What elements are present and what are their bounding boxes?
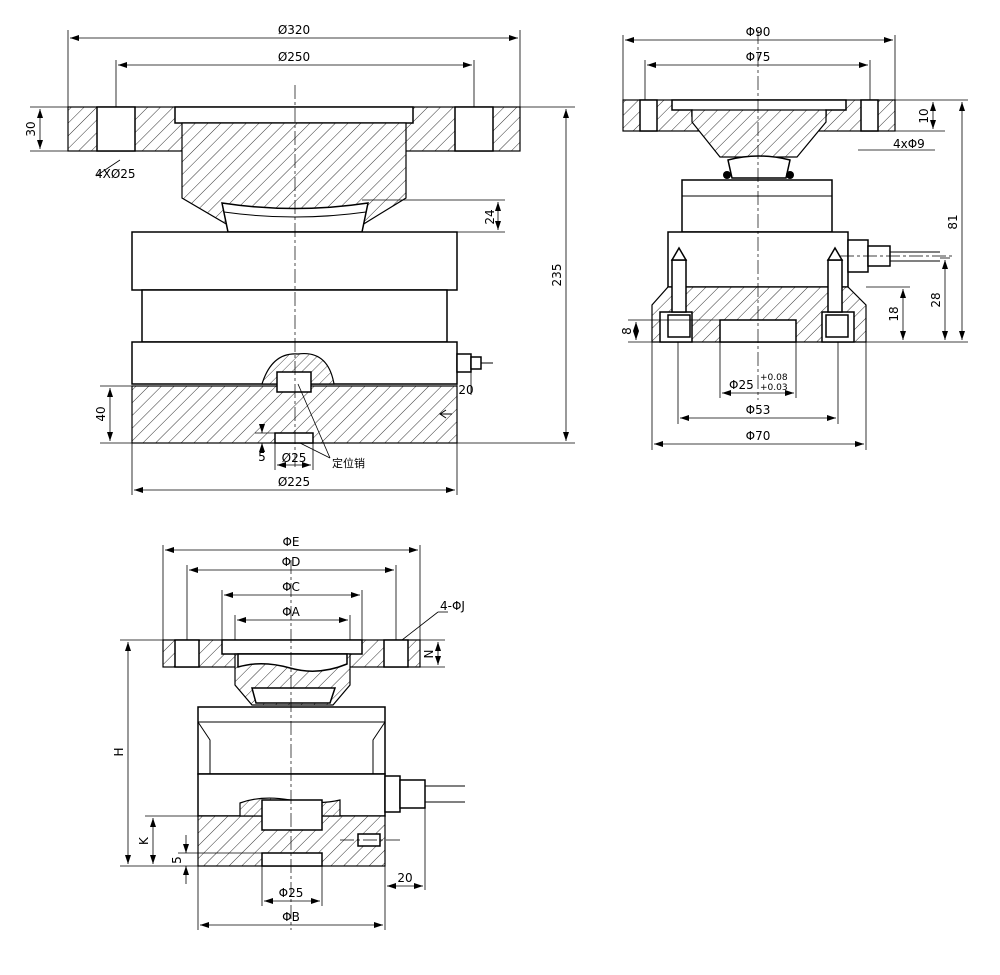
dim-20: 20 (397, 871, 412, 885)
dim-base-height: 40 (94, 406, 108, 421)
load-cell-top (197, 706, 386, 775)
load-cell-top (681, 179, 833, 233)
dim-18: 18 (887, 306, 901, 321)
dim-5: 5 (170, 856, 184, 864)
dim-bolt-circle: Ø250 (278, 50, 310, 64)
dim-flange-thk: 30 (24, 121, 38, 136)
note-locating-pin: 定位销 (332, 456, 365, 470)
bearing-pad (251, 687, 337, 704)
dim-H: H (112, 747, 126, 756)
dim-pin-dia: Φ25 (279, 886, 304, 900)
view-top-right: Φ90 Φ75 10 4xΦ9 81 28 18 8 Φ25 +0.08 +0.… (620, 25, 968, 450)
bolt-hole-left (96, 106, 136, 152)
locating-pin-top (261, 799, 323, 831)
dim-28: 28 (929, 292, 943, 307)
load-cell-waist (141, 289, 448, 343)
dim-pin-dia: Ø25 (282, 451, 307, 465)
bolt-hole-right (454, 106, 494, 152)
load-cell-top (131, 231, 458, 291)
view-top-left: Ø320 Ø250 30 4XØ25 24 235 40 5 Ø25 (24, 23, 575, 495)
dim-C: ΦC (282, 580, 300, 594)
dim-D: ΦD (282, 555, 301, 569)
dim-flange-dia: Φ90 (746, 25, 771, 39)
flange-recess (174, 106, 414, 124)
dim-total-height: 81 (946, 214, 960, 229)
dim-total-height: 235 (550, 264, 564, 287)
note-J: 4-ΦJ (440, 599, 465, 613)
dim-B: ΦB (282, 910, 300, 924)
dim-cap-height: 24 (483, 209, 497, 224)
dim-A: ΦA (282, 605, 300, 619)
upper-cap (691, 109, 827, 158)
connector (384, 775, 401, 813)
view-bottom-left: ΦE ΦD ΦC ΦA 4-ΦJ N H K 5 20 (112, 535, 465, 930)
dim-70: Φ70 (746, 429, 771, 443)
tol-upper: +0.08 (760, 373, 788, 383)
dim-K: K (137, 836, 151, 845)
dim-connector: 20 (458, 383, 473, 397)
dim-E: ΦE (282, 535, 299, 549)
dim-flange-thk: 10 (917, 108, 931, 123)
dim-pin-dia: Φ25 (729, 378, 754, 392)
locating-pin-bottom (274, 432, 314, 444)
note-holes: 4xΦ9 (893, 137, 925, 151)
dim-8: 8 (620, 327, 634, 335)
bearing-pad (727, 155, 791, 179)
connector (456, 353, 472, 373)
note-holes: 4XØ25 (95, 167, 136, 181)
locating-pin-bottom (261, 852, 323, 867)
dim-flange-dia: Ø320 (278, 23, 310, 37)
locating-pin-top (276, 371, 312, 393)
dim-53: Φ53 (746, 403, 771, 417)
tol-lower: +0.03 (760, 383, 788, 393)
dim-bolt-circle: Φ75 (746, 50, 771, 64)
dim-pin-depth: 5 (258, 450, 266, 464)
dim-N: N (422, 650, 436, 659)
dim-base-dia: Ø225 (278, 475, 310, 489)
